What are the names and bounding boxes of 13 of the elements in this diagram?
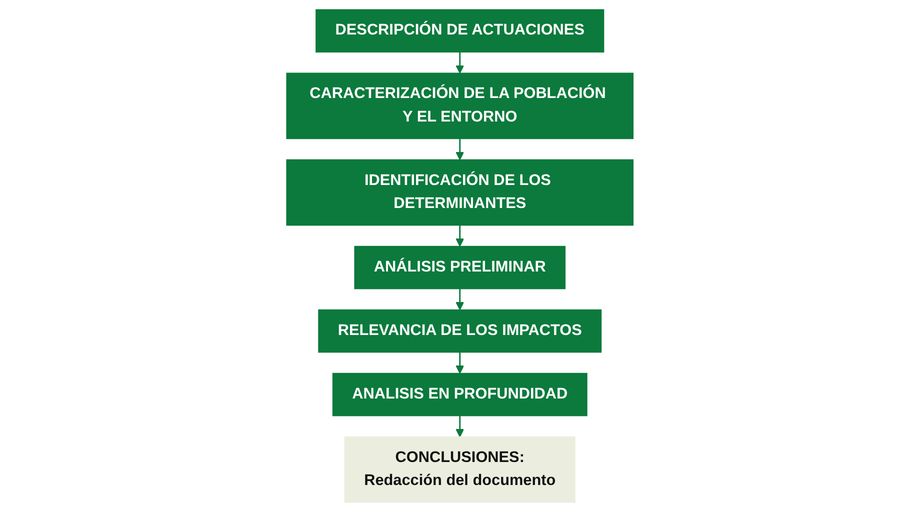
node-box: ANALISIS EN PROFUNDIDAD — [332, 372, 587, 416]
node-box: ANÁLISIS PRELIMINAR — [354, 246, 566, 290]
arrow — [455, 416, 464, 438]
node-box: DESCRIPCIÓN DE ACTUACIONES — [315, 9, 604, 52]
arrow — [455, 288, 464, 310]
arrow — [455, 52, 464, 74]
node-box: IDENTIFICACIÓN DE LOS DETERMINANTES — [286, 159, 634, 226]
node-box: RELEVANCIA DE LOS IMPACTOS — [318, 309, 602, 353]
node-box: CONCLUSIONES: Redacción del documento — [344, 436, 576, 503]
node-box: CARACTERIZACIÓN DE LA POBLACIÓN Y EL ENTORNO — [286, 72, 634, 140]
arrow — [455, 352, 464, 374]
arrow — [455, 225, 464, 247]
arrow — [455, 138, 464, 160]
